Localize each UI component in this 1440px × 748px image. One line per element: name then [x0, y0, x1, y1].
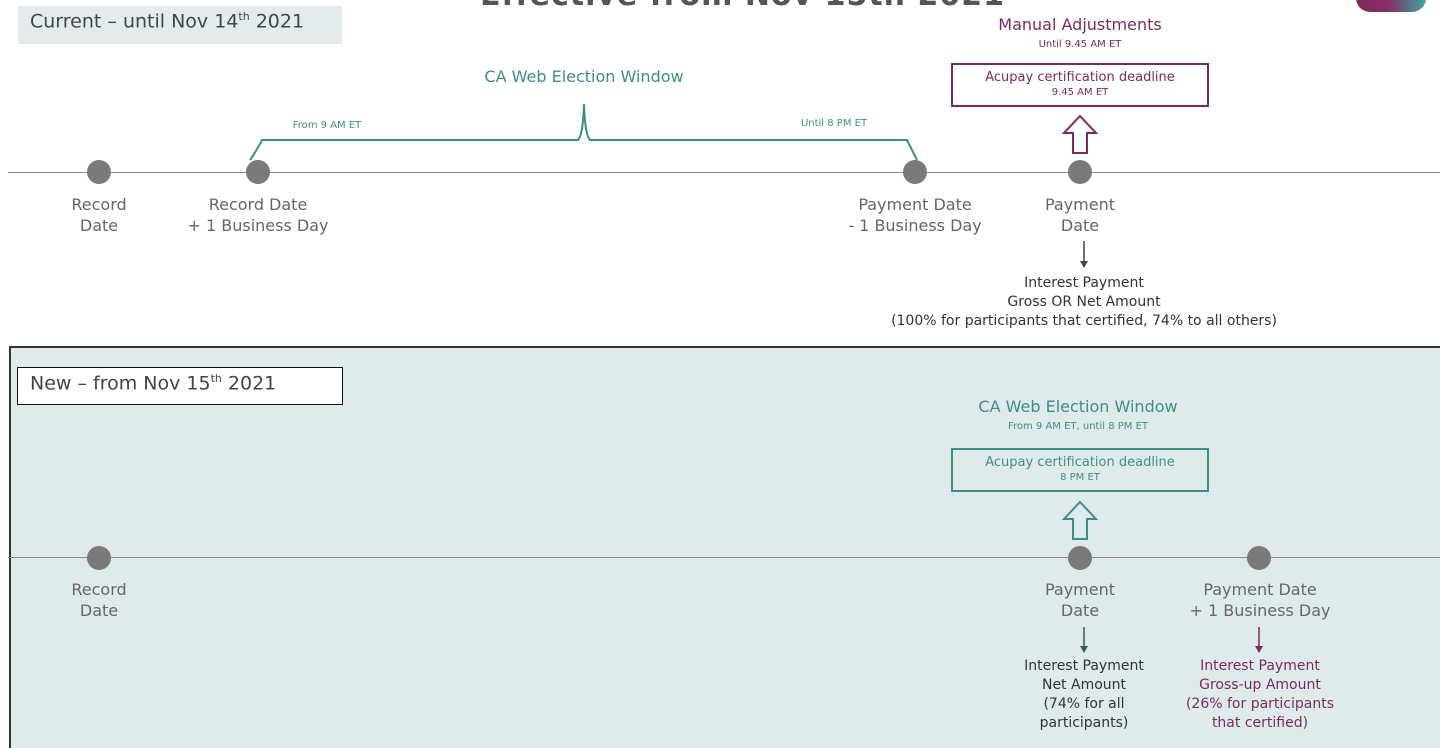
- current-interest-note: Interest Payment Gross OR Net Amount (10…: [891, 275, 1277, 329]
- current-tick-record-plus1: Record Date+ 1 Business Day: [187, 195, 329, 235]
- new-dot-record-date: [87, 546, 111, 570]
- election-window-brace: [249, 103, 918, 161]
- new-dot-payment-date: [1068, 546, 1092, 570]
- new-up-arrow-icon: [1061, 500, 1099, 540]
- new-interest-gross-note: Interest Payment Gross-up Amount (26% fo…: [1185, 658, 1335, 731]
- current-tick-payment-minus1: Payment Date- 1 Business Day: [848, 195, 982, 235]
- new-tick-payment-plus1: Payment Date+ 1 Business Day: [1189, 580, 1331, 620]
- page-title: Effective from Nov 15th 2021: [480, 0, 1004, 13]
- new-timeline: [8, 557, 1440, 558]
- new-cert-deadline-box: Acupay certification deadline 8 PM ET: [951, 448, 1209, 492]
- new-interest-net-note: Interest Payment Net Amount (74% for all…: [1024, 658, 1144, 731]
- current-window-title: CA Web Election Window: [484, 67, 684, 86]
- current-cert-time: 9.45 AM ET: [1051, 87, 1109, 98]
- current-dot-record-date: [87, 160, 111, 184]
- current-timeline: [8, 172, 1440, 173]
- current-section-label: Current – until Nov 14th 2021: [18, 6, 342, 44]
- current-dot-payment-minus1: [903, 160, 927, 184]
- new-window-title: CA Web Election Window: [978, 397, 1178, 416]
- new-down-arrow-icons: [1080, 627, 1263, 653]
- current-window-from: From 9 AM ET: [292, 120, 362, 131]
- current-down-arrow-icon: [1080, 241, 1088, 268]
- new-cert-title: Acupay certification deadline: [985, 455, 1175, 470]
- new-section-panel: [9, 346, 1440, 748]
- new-section-label: New – from Nov 15th 2021: [17, 367, 343, 405]
- current-window-until: Until 8 PM ET: [800, 118, 868, 129]
- new-cert-time: 8 PM ET: [1060, 472, 1100, 483]
- manual-adjustments-title: Manual Adjustments: [998, 15, 1162, 34]
- current-cert-title: Acupay certification deadline: [985, 70, 1175, 85]
- current-up-arrow-icon: [1061, 114, 1099, 154]
- current-dot-payment-date: [1068, 160, 1092, 184]
- current-dot-record-plus1: [246, 160, 270, 184]
- new-window-sub: From 9 AM ET, until 8 PM ET: [1007, 421, 1149, 432]
- current-cert-deadline-box: Acupay certification deadline 9.45 AM ET: [951, 63, 1209, 107]
- new-dot-payment-plus1: [1247, 546, 1271, 570]
- manual-adjustments-sub: Until 9.45 AM ET: [1038, 39, 1122, 50]
- logo-icon: [1356, 0, 1426, 12]
